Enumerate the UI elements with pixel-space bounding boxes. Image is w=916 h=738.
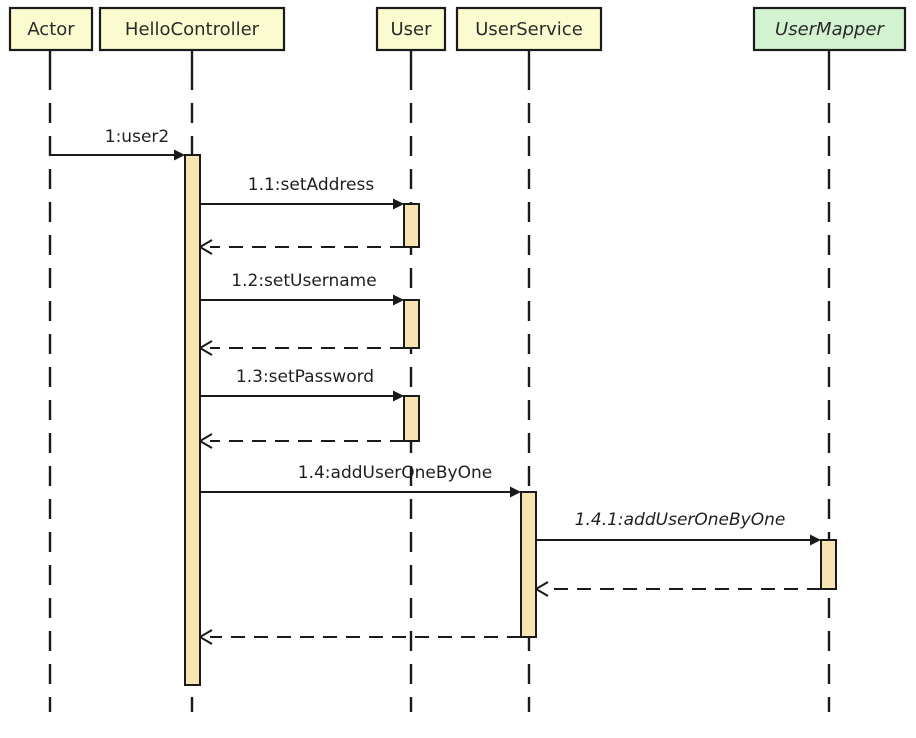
participant-label-actor: Actor — [27, 19, 75, 40]
message-msg-1-1[interactable] — [200, 198, 404, 210]
message-msg-1-4-1[interactable] — [536, 534, 821, 546]
participant-box-userservice — [455, 6, 603, 52]
participant-userservice[interactable]: UserService — [455, 6, 603, 52]
participant-actor[interactable]: Actor — [8, 6, 94, 52]
participant-box-hellocontroller — [98, 6, 286, 52]
message-msg-1-1-return[interactable] — [198, 239, 404, 255]
message-label-msg-1-4-1: 1.4.1:addUserOneByOne — [575, 510, 786, 530]
activation-bar-user — [403, 299, 420, 349]
participant-boxes-layer: Actor HelloController User UserService UserM… — [8, 6, 907, 52]
message-arrowhead-msg-1-3 — [393, 390, 404, 402]
message-msg-1-3[interactable] — [200, 390, 404, 402]
messages-layer — [50, 149, 821, 645]
message-msg-1-3-return[interactable] — [198, 433, 404, 449]
message-label-msg-1-4: 1.4:addUserOneByOne — [298, 463, 492, 483]
message-label-msg-1-2: 1.2:setUsername — [231, 271, 376, 291]
message-arrowhead-msg-1-2 — [393, 294, 404, 306]
message-arrowhead-msg-1 — [174, 149, 185, 161]
message-arrowhead-msg-1-4-1 — [810, 534, 821, 546]
activation-bar-user — [403, 203, 420, 248]
message-label-msg-1: 1:user2 — [105, 127, 169, 147]
participant-label-user: User — [390, 19, 432, 40]
activations-layer — [184, 154, 837, 686]
message-arrowhead-msg-1-4 — [510, 486, 521, 498]
participant-box-user — [375, 6, 447, 52]
participant-box-actor — [8, 6, 94, 52]
participant-box-usermapper — [752, 6, 907, 52]
message-label-msg-1-1: 1.1:setAddress — [248, 175, 375, 195]
lifelines-layer — [48, 50, 831, 712]
message-msg-1[interactable] — [50, 149, 185, 161]
message-msg-1-4[interactable] — [200, 486, 521, 498]
participant-hellocontroller[interactable]: HelloController — [98, 6, 286, 52]
activation-bar-user — [403, 395, 420, 442]
participant-usermapper[interactable]: UserMapper — [752, 6, 907, 52]
participant-label-hellocontroller: HelloController — [125, 19, 260, 40]
participant-user[interactable]: User — [375, 6, 447, 52]
message-labels-layer: 1:user2 1.1:setAddress 1.2:setUsername 1.3:… — [105, 127, 786, 530]
message-arrowhead-msg-1-4-1-return — [534, 581, 549, 597]
activation-bar-hellocontroller — [184, 154, 201, 686]
activation-bar-usermapper — [820, 539, 837, 590]
message-label-msg-1-3: 1.3:setPassword — [236, 367, 374, 387]
message-msg-1-4-1-return[interactable] — [534, 581, 821, 597]
message-msg-1-2-return[interactable] — [198, 340, 404, 356]
participant-label-usermapper: UserMapper — [775, 19, 886, 40]
message-arrowhead-msg-1-1 — [393, 198, 404, 210]
message-msg-1-2[interactable] — [200, 294, 404, 306]
message-msg-1-4-return[interactable] — [198, 629, 521, 645]
participant-label-userservice: UserService — [475, 19, 583, 40]
activation-bar-userservice — [520, 491, 537, 638]
